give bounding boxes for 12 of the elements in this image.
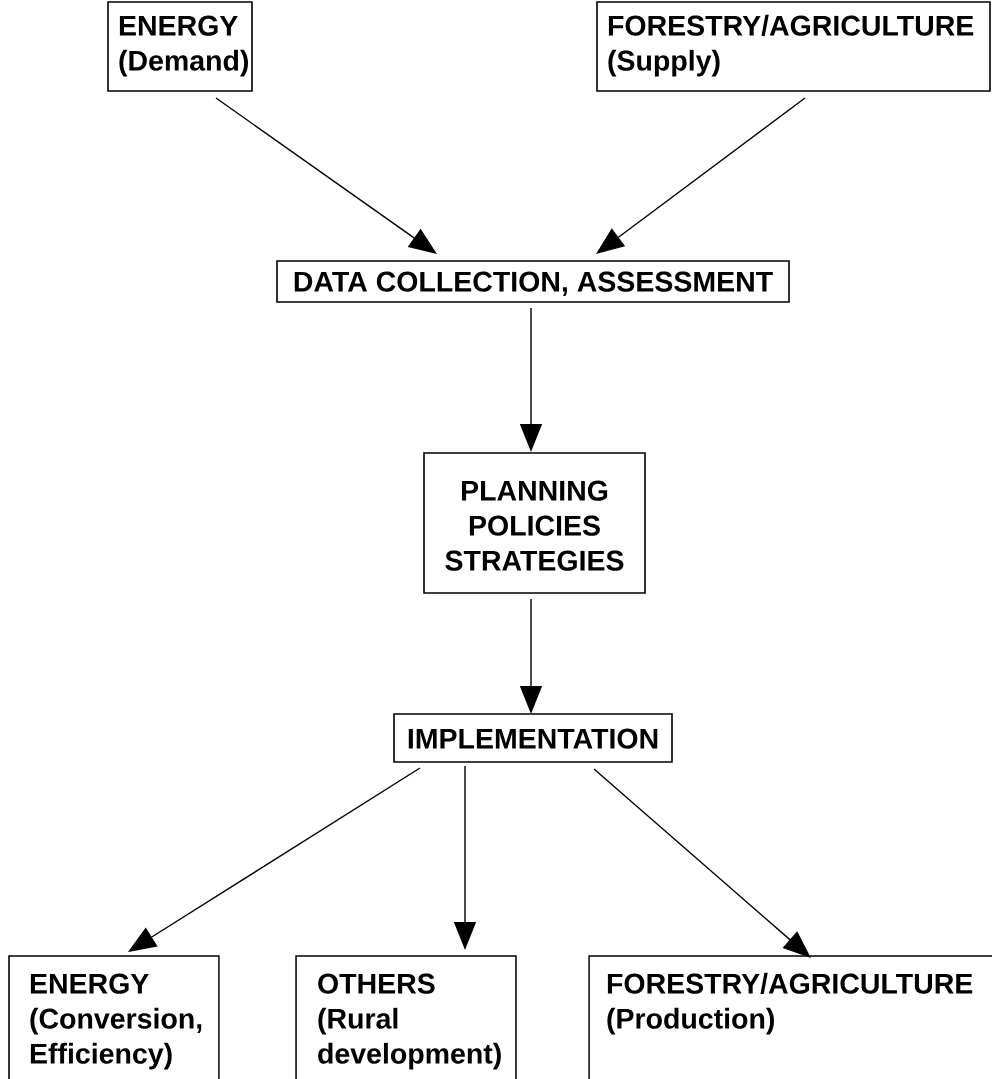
- arrow: [215, 97, 437, 254]
- process-box: OTHERS (Rural development): [295, 955, 517, 1079]
- process-box: PLANNING POLICIES STRATEGIES: [423, 452, 646, 594]
- arrow: [596, 97, 806, 254]
- process-box: FORESTRY/AGRICULTURE (Production): [588, 955, 992, 1079]
- arrow: [593, 768, 811, 958]
- process-box: DATA COLLECTION, ASSESSMENT: [276, 260, 790, 303]
- process-box: ENERGY (Demand): [107, 1, 253, 92]
- process-box: FORESTRY/AGRICULTURE (Supply): [596, 1, 991, 92]
- process-box: IMPLEMENTATION: [393, 713, 673, 763]
- arrow: [128, 767, 421, 952]
- process-box: ENERGY (Conversion, Efficiency): [8, 955, 220, 1079]
